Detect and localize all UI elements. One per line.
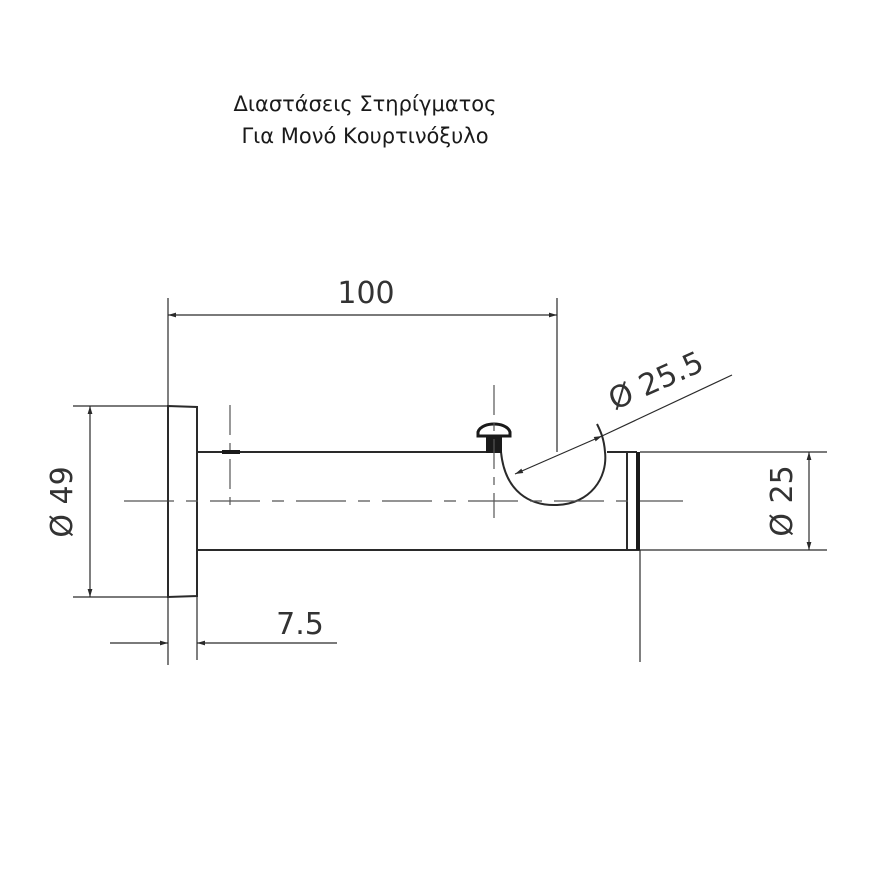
title-line-1: Διαστάσεις Στηρίγματος [233, 92, 497, 116]
dim-line-cradle-diameter [514, 435, 603, 475]
title-line-2: Για Μονό Κουρτινόξυλο [241, 124, 489, 148]
dim-label-base-thickness: 7.5 [276, 607, 324, 642]
drawing-title: Διαστάσεις Στηρίγματος Για Μονό Κουρτινό… [0, 88, 730, 152]
dim-label-length: 100 [337, 276, 394, 311]
dim-leader-cradle [601, 374, 733, 437]
cradle-hook [500, 423, 607, 507]
dim-label-rod-diameter: Ø 25 [765, 465, 800, 536]
dim-label-cradle-diameter: Ø 25.5 [603, 345, 709, 418]
dim-label-base-diameter: Ø 49 [45, 466, 80, 537]
